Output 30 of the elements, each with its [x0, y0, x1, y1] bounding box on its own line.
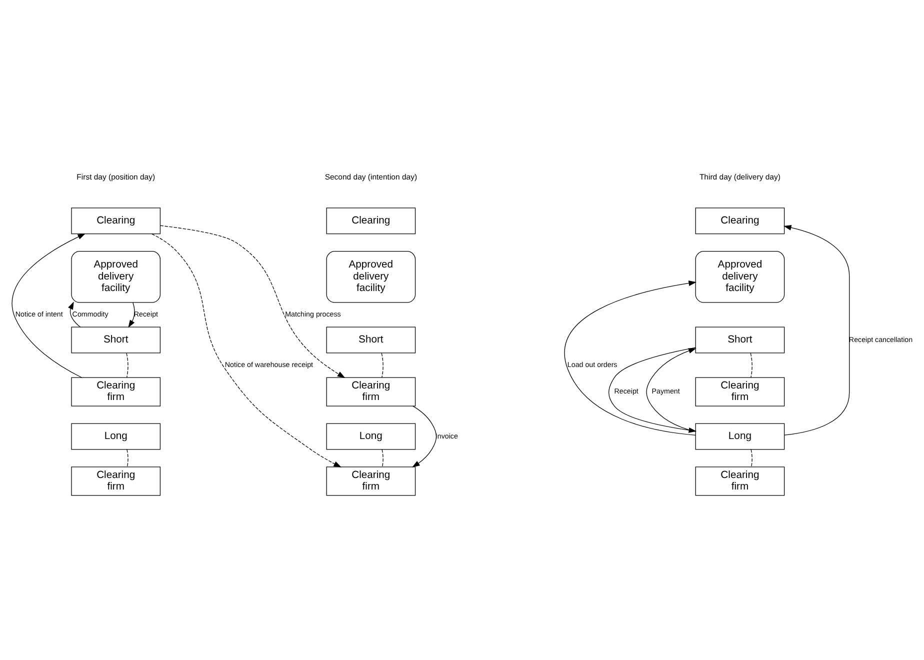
- node-box: Clearing: [695, 208, 785, 234]
- connector: [381, 352, 384, 378]
- arrow: [68, 302, 81, 328]
- node-box: Short: [695, 326, 785, 354]
- node-box: Clearing firm: [71, 377, 161, 406]
- node-box: Approved delivery facility: [71, 251, 161, 303]
- node-box: Clearing: [71, 208, 161, 234]
- connector: [382, 449, 384, 468]
- node-box: Clearing firm: [695, 466, 785, 496]
- connector: [750, 352, 752, 378]
- node-box: Short: [71, 326, 161, 354]
- node-box: Approved delivery facility: [695, 251, 785, 303]
- node-box: Clearing: [326, 208, 416, 234]
- node-box: Short: [326, 326, 416, 354]
- arrow: [784, 225, 850, 436]
- arrow: [12, 234, 86, 378]
- node-box: Approved delivery facility: [326, 251, 416, 303]
- connector: [126, 352, 128, 378]
- node-box: Clearing firm: [71, 466, 161, 496]
- connector: [126, 449, 128, 468]
- node-box: Clearing firm: [695, 377, 785, 406]
- arrow: [152, 234, 342, 468]
- node-box: Clearing firm: [326, 466, 416, 496]
- node-box: Clearing firm: [326, 377, 416, 406]
- node-box: Long: [71, 423, 161, 450]
- connector: [750, 449, 752, 468]
- node-box: Long: [695, 423, 785, 450]
- node-box: Long: [326, 423, 416, 450]
- arrow: [160, 225, 346, 378]
- arrow: [412, 406, 437, 468]
